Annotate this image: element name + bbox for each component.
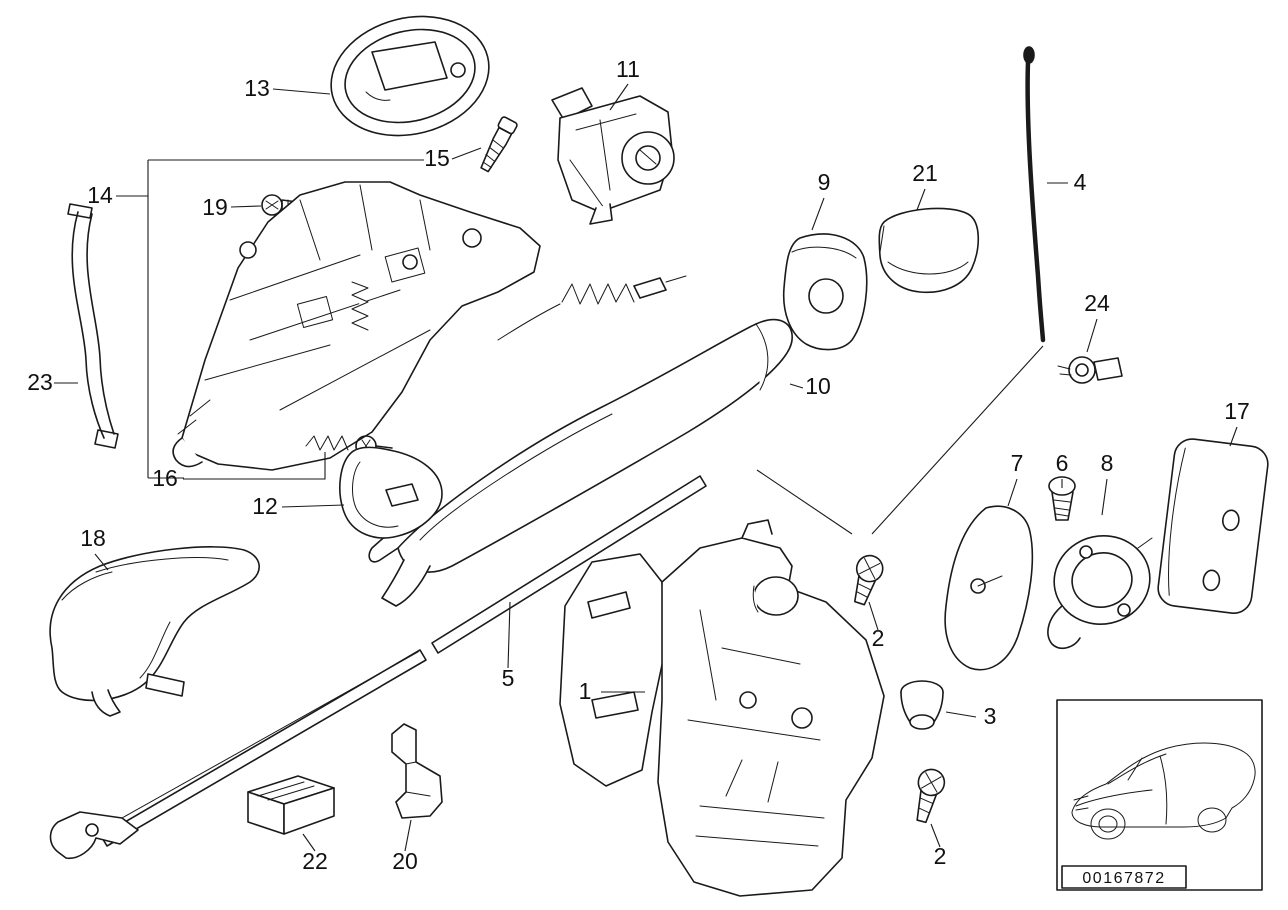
part-2-screw-lower xyxy=(916,768,946,824)
callout-8[interactable]: 8 xyxy=(1101,450,1114,476)
callouts: 13 15 11 19 14 9 21 4 24 23 10 16 12 17 … xyxy=(27,56,1250,874)
image-code-text: 00167872 xyxy=(1082,870,1165,887)
callout-5[interactable]: 5 xyxy=(502,665,515,691)
callout-7[interactable]: 7 xyxy=(1011,450,1024,476)
callout-10[interactable]: 10 xyxy=(805,373,831,399)
part-24-switch xyxy=(1057,356,1123,384)
part-15-screw xyxy=(480,116,518,173)
part-17-cover-plate xyxy=(1157,438,1269,614)
callout-4[interactable]: 4 xyxy=(1074,169,1087,195)
callout-23[interactable]: 23 xyxy=(27,369,53,395)
callout-2-upper[interactable]: 2 xyxy=(872,625,885,651)
callout-12[interactable]: 12 xyxy=(252,493,278,519)
callout-2-lower[interactable]: 2 xyxy=(934,843,947,869)
part-18-inner-handle xyxy=(49,546,260,717)
callout-1[interactable]: 1 xyxy=(579,678,592,704)
part-2-screw-upper xyxy=(853,554,884,606)
part-8-striker xyxy=(1047,535,1153,650)
part-9-cover-cap xyxy=(782,233,868,351)
part-10-outer-handle xyxy=(368,275,793,607)
callout-14[interactable]: 14 xyxy=(87,182,113,208)
callout-9[interactable]: 9 xyxy=(818,169,831,195)
car-icon xyxy=(1071,742,1256,840)
part-6-screw xyxy=(1048,476,1076,521)
callout-11[interactable]: 11 xyxy=(616,56,640,82)
part-23-guide-strip xyxy=(67,203,119,449)
part-20-bracket xyxy=(391,723,443,819)
vehicle-thumbnail: 00167872 xyxy=(1056,699,1263,891)
callout-17[interactable]: 17 xyxy=(1224,398,1250,424)
image-code-box xyxy=(1061,865,1187,889)
leader-lines xyxy=(54,83,1238,852)
part-22-connector-block xyxy=(247,775,335,835)
part-3-grommet xyxy=(900,680,944,730)
thumbnail-frame xyxy=(1056,699,1263,891)
callout-20[interactable]: 20 xyxy=(392,848,418,874)
part-4-lock-rod xyxy=(1023,46,1046,343)
part-1-door-lock xyxy=(559,519,885,897)
callout-24[interactable]: 24 xyxy=(1084,290,1110,316)
callout-19[interactable]: 19 xyxy=(202,194,228,220)
callout-16[interactable]: 16 xyxy=(152,465,178,491)
part-11-lock-cylinder xyxy=(551,87,675,225)
part-7-lock-pad xyxy=(944,505,1034,671)
callout-3[interactable]: 3 xyxy=(984,703,997,729)
callout-13[interactable]: 13 xyxy=(244,75,270,101)
callout-21[interactable]: 21 xyxy=(912,160,938,186)
part-21-cover-cap xyxy=(878,207,980,294)
part-12-gasket xyxy=(339,446,443,539)
callout-18[interactable]: 18 xyxy=(80,525,106,551)
callout-22[interactable]: 22 xyxy=(302,848,328,874)
part-5-actuating-rod xyxy=(49,475,707,860)
part-13-handle-gasket xyxy=(330,15,490,137)
part-14-handle-carrier xyxy=(172,181,541,471)
callout-6[interactable]: 6 xyxy=(1056,450,1069,476)
callout-15[interactable]: 15 xyxy=(424,145,450,171)
